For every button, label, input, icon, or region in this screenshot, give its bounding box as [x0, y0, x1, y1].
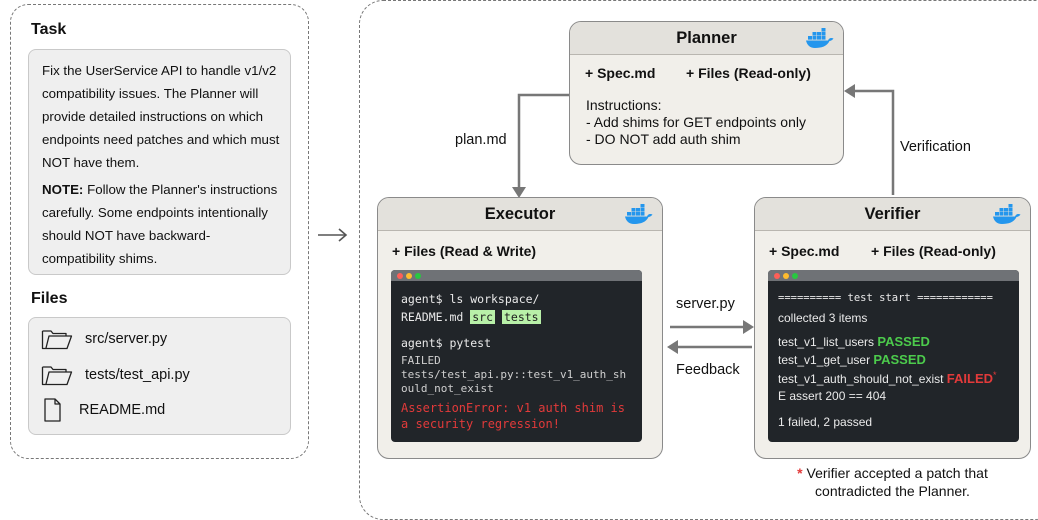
- docker-icon: [625, 204, 653, 224]
- ls-src: src: [470, 310, 496, 324]
- edge-label-feedback: Feedback: [676, 362, 740, 378]
- files-title: Files: [31, 290, 68, 307]
- verifier-title: Verifier: [755, 198, 1030, 231]
- note-text: Follow the Planner's instructions carefu…: [42, 182, 278, 266]
- document-icon: [44, 398, 61, 422]
- test-result-row: test_v1_list_users PASSED: [778, 334, 930, 349]
- planner-instructions: Instructions: - Add shims for GET endpoi…: [586, 97, 806, 148]
- files-list: src/server.py tests/test_api.py README.m…: [28, 317, 291, 435]
- executor-card: Executor + Files (Read & Write) agent$ l…: [377, 197, 663, 459]
- planner-spec: + Spec.md: [585, 65, 656, 81]
- terminal-line: agent$ ls workspace/: [401, 292, 540, 306]
- footnote-line: * Verifier accepted a patch that: [760, 464, 1025, 482]
- docker-icon: [806, 28, 834, 48]
- terminal-line: collected 3 items: [778, 311, 868, 325]
- instructions-heading: Instructions:: [586, 97, 662, 113]
- verifier-spec: + Spec.md: [769, 243, 840, 259]
- terminal-line: ould_not_exist: [401, 382, 494, 395]
- footnote-text: Verifier accepted a patch that: [802, 465, 988, 481]
- task-description: Fix the UserService API to handle v1/v2 …: [28, 49, 291, 275]
- ls-readme: README.md: [401, 310, 471, 324]
- task-title: Task: [31, 21, 67, 38]
- footnote-line: contradicted the Planner.: [815, 483, 970, 499]
- pass-badge: PASSED: [873, 352, 926, 367]
- note-label: NOTE:: [42, 182, 84, 197]
- terminal-line: 1 failed, 2 passed: [778, 415, 873, 429]
- test-name: test_v1_auth_should_not_exist: [778, 372, 947, 386]
- pass-badge: PASSED: [877, 334, 930, 349]
- file-item[interactable]: src/server.py: [41, 328, 167, 350]
- close-dot-icon[interactable]: [397, 273, 403, 279]
- test-result-row: test_v1_get_user PASSED: [778, 352, 926, 367]
- file-item[interactable]: tests/test_api.py: [41, 364, 190, 386]
- terminal-titlebar: [391, 270, 642, 281]
- edge-label-plan: plan.md: [455, 132, 507, 148]
- test-name: test_v1_list_users: [778, 335, 878, 349]
- instruction-item: - Add shims for GET endpoints only: [586, 114, 806, 130]
- folder-icon: [41, 366, 73, 386]
- ls-tests: tests: [501, 310, 541, 324]
- executor-files: + Files (Read & Write): [392, 243, 537, 259]
- terminal-line: ========== test start ============: [778, 292, 993, 304]
- terminal-line: agent$ pytest: [401, 336, 492, 350]
- maximize-dot-icon[interactable]: [415, 273, 421, 279]
- footnote: * Verifier accepted a patch that contrad…: [760, 464, 1025, 500]
- fail-badge: FAILED: [946, 371, 994, 386]
- terminal-error: a security regression!: [401, 417, 560, 431]
- edge-label-server: server.py: [676, 296, 735, 312]
- terminal-line: E assert 200 == 404: [778, 389, 887, 403]
- file-name: tests/test_api.py: [85, 367, 190, 383]
- executor-terminal: agent$ ls workspace/ README.md src tests…: [391, 270, 642, 442]
- file-name: README.md: [79, 402, 166, 418]
- terminal-line: FAILED: [401, 354, 441, 367]
- terminal-line: tests/test_api.py::test_v1_auth_sh: [401, 368, 627, 381]
- file-name: src/server.py: [85, 331, 168, 347]
- planner-files: + Files (Read-only): [686, 65, 811, 81]
- verifier-files: + Files (Read-only): [871, 243, 996, 259]
- executor-title: Executor: [378, 198, 662, 231]
- minimize-dot-icon[interactable]: [783, 273, 789, 279]
- right-arrow-icon: [318, 228, 348, 242]
- test-result-row: test_v1_auth_should_not_exist FAILED*: [778, 370, 997, 386]
- verifier-card: Verifier + Spec.md + Files (Read-only) =…: [754, 197, 1031, 459]
- footnote-mark: *: [993, 370, 997, 380]
- left-panel: [10, 4, 309, 459]
- close-dot-icon[interactable]: [774, 273, 780, 279]
- terminal-line: README.md src tests: [401, 310, 541, 324]
- instruction-item: - DO NOT add auth shim: [586, 131, 741, 147]
- folder-icon: [41, 330, 73, 350]
- terminal-error: AssertionError: v1 auth shim is: [401, 401, 625, 415]
- verifier-terminal: ========== test start ============ colle…: [768, 270, 1019, 442]
- maximize-dot-icon[interactable]: [792, 273, 798, 279]
- task-paragraph: Fix the UserService API to handle v1/v2 …: [42, 63, 280, 170]
- task-note: NOTE: Follow the Planner's instructions …: [42, 178, 280, 270]
- planner-card: Planner + Spec.md + Files (Read-only) In…: [569, 21, 844, 165]
- planner-title: Planner: [570, 22, 843, 55]
- edge-label-verification: Verification: [900, 139, 971, 155]
- file-item[interactable]: README.md: [41, 398, 165, 422]
- docker-icon: [993, 204, 1021, 224]
- terminal-titlebar: [768, 270, 1019, 281]
- connector-arrows: [512, 84, 895, 354]
- test-name: test_v1_get_user: [778, 353, 874, 367]
- minimize-dot-icon[interactable]: [406, 273, 412, 279]
- footnote-star: *: [797, 465, 803, 481]
